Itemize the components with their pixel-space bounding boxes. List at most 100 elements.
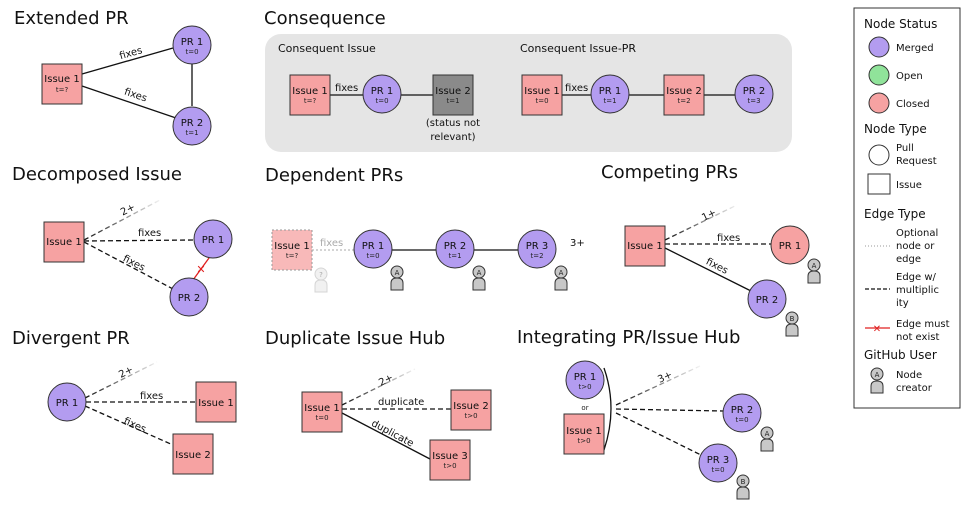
- node-label: PR 2: [178, 293, 201, 304]
- legend-user-icon: A: [870, 367, 884, 394]
- forbidden-edge-icon: ✕: [196, 263, 205, 276]
- pr-node-merged: [565, 360, 605, 400]
- node-label: Issue 1: [292, 86, 327, 97]
- user-icon: A: [390, 265, 404, 291]
- node-label: Issue 2: [453, 401, 488, 412]
- pr-node-merged: [590, 74, 630, 114]
- or-label: or: [581, 404, 588, 412]
- forbidden-edge-icon: ✕: [873, 324, 881, 335]
- node-label: PR 2: [731, 405, 754, 416]
- title-extended-pr: Extended PR: [14, 8, 129, 29]
- node-time: t=0: [315, 414, 328, 422]
- issue-node-closed: [521, 74, 563, 116]
- legend-issue-shape: [867, 173, 891, 195]
- node-time: t=1: [446, 97, 459, 105]
- multiplicity-label: 3+: [570, 238, 585, 249]
- node-label: Issue 1: [524, 86, 559, 97]
- node-time: t=0: [711, 466, 724, 474]
- decomposed-issue-pattern: ✕ 2+ fixes fixes Issue 1 PR 1 PR 2: [43, 199, 233, 317]
- node-label: Issue 2: [435, 86, 470, 97]
- integrating-hub-pattern: 3+ PR 1 t>0 or Issue 1 t>0 PR 2 t=0 PR 3…: [563, 360, 774, 500]
- pr-node-merged: [353, 229, 393, 269]
- issue-node-closed: [663, 74, 705, 116]
- node-time: t=1: [603, 97, 616, 105]
- node-label: PR 1: [362, 241, 385, 252]
- node-label: PR 1: [574, 372, 597, 383]
- node-label: Issue 1: [627, 241, 662, 252]
- node-label: PR 2: [743, 86, 766, 97]
- legend-open: Open: [896, 71, 923, 82]
- issue-node-optional: [271, 229, 313, 271]
- node-label: Issue 1: [274, 241, 309, 252]
- legend-swatch-merged: [868, 36, 890, 58]
- node-label: PR 1: [56, 398, 79, 409]
- node-label: Issue 1: [566, 426, 601, 437]
- user-label: A: [559, 269, 564, 277]
- node-label: Issue 1: [44, 74, 79, 85]
- legend-swatch-closed: [868, 92, 890, 114]
- user-icon: B: [736, 474, 750, 500]
- legend-heading-node-type: Node Type: [864, 122, 927, 136]
- pr-node-merged: [734, 74, 774, 114]
- user-label: A: [812, 262, 817, 270]
- node-time: t=?: [304, 97, 317, 105]
- node-label: PR 1: [202, 235, 225, 246]
- pr-node-merged: [47, 382, 87, 422]
- edge-label-fixes: fixes: [138, 228, 161, 239]
- user-icon: A: [807, 258, 821, 284]
- multiplicity-label: 2+: [377, 372, 395, 388]
- edge-label-duplicate: duplicate: [378, 397, 424, 408]
- issue-node-closed: [429, 439, 471, 481]
- legend-pull-request-shape: [868, 144, 890, 166]
- group-bracket: [603, 367, 612, 451]
- node-time: t=2: [677, 97, 690, 105]
- legend-multiplicity: ity: [896, 298, 909, 309]
- user-label: A: [765, 430, 770, 438]
- subtitle-consequent-issue-pr: Consequent Issue-PR: [520, 42, 636, 55]
- pr-node-merged: [172, 25, 212, 65]
- legend-must-not-exist: not exist: [896, 332, 939, 343]
- node-label: PR 3: [526, 241, 549, 252]
- user-label: B: [741, 478, 746, 486]
- title-integrating-hub: Integrating PR/Issue Hub: [517, 327, 740, 348]
- edge-label-fixes: fixes: [122, 416, 148, 436]
- node-time: t=1: [448, 252, 461, 260]
- status-note: (status not: [426, 118, 480, 129]
- node-label: PR 1: [371, 86, 394, 97]
- node-label: Issue 2: [175, 450, 210, 461]
- node-label: PR 2: [444, 241, 467, 252]
- pr-node-merged: [172, 106, 212, 146]
- node-label: Issue 2: [666, 86, 701, 97]
- legend: Node Status Merged Open Closed Node Type…: [853, 7, 961, 409]
- multiplicity-label: 1+: [700, 207, 718, 223]
- node-time: t>0: [464, 412, 477, 420]
- user-label: A: [875, 371, 880, 379]
- node-time: t>0: [443, 462, 456, 470]
- node-label: Issue 1: [198, 398, 233, 409]
- user-icon-optional: ?: [314, 267, 328, 293]
- node-label: Issue 1: [304, 403, 339, 414]
- issue-node-closed: [301, 391, 343, 433]
- legend-optional: node or: [896, 241, 935, 252]
- issue-node-closed: [289, 74, 331, 116]
- pr-node-merged: [435, 229, 475, 269]
- title-competing-prs: Competing PRs: [601, 162, 738, 183]
- user-label: ?: [319, 271, 323, 279]
- pr-node-merged: [747, 279, 787, 319]
- legend-multiplicity: multiplic: [896, 285, 939, 296]
- title-divergent-pr: Divergent PR: [12, 328, 130, 349]
- legend-heading-node-status: Node Status: [864, 17, 937, 31]
- issue-node-closed: [172, 433, 214, 475]
- status-note: relevant): [430, 132, 475, 143]
- node-label: Issue 1: [46, 237, 81, 248]
- node-time: t=0: [535, 97, 548, 105]
- consequence-pattern: Consequent Issue Consequent Issue-PR fix…: [265, 34, 792, 152]
- legend-merged: Merged: [896, 43, 934, 54]
- pr-node-merged: [722, 393, 762, 433]
- issue-node-closed: [563, 413, 605, 455]
- issue-node-closed: [624, 225, 666, 267]
- pr-node-merged: [698, 443, 738, 483]
- node-label: PR 1: [779, 241, 802, 252]
- issue-node-closed: [41, 63, 83, 105]
